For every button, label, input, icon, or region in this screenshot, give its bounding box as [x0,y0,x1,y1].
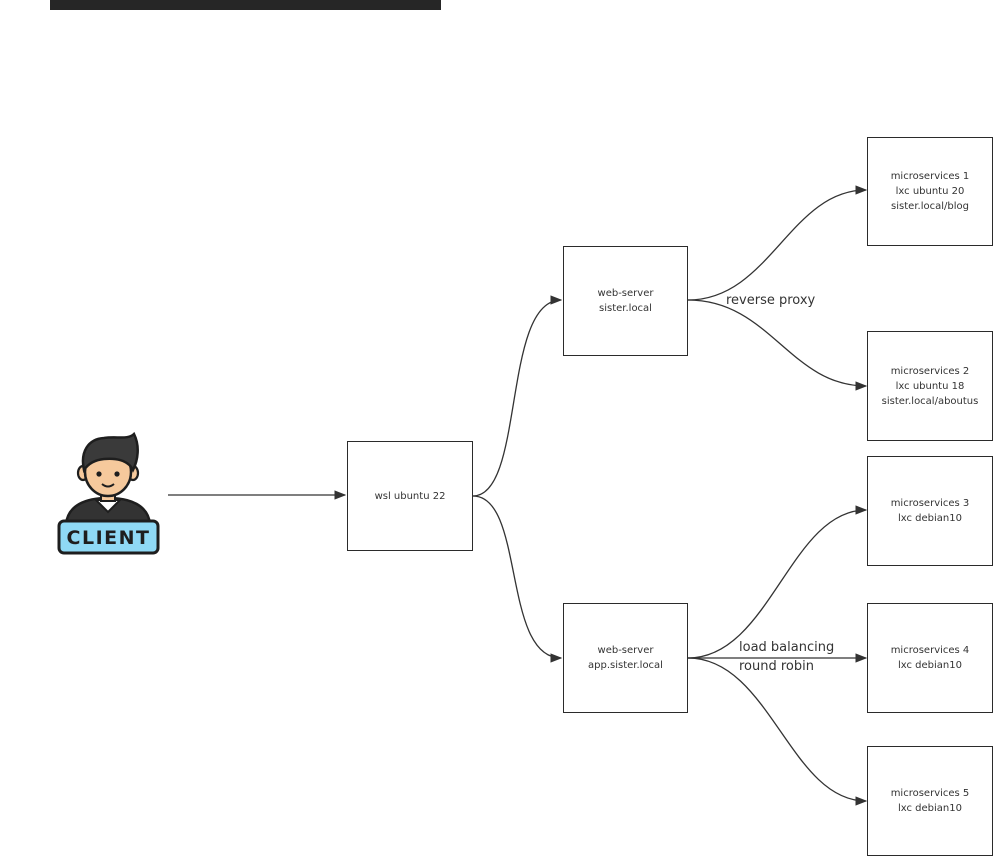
client-avatar-icon [64,431,152,526]
node-microservices-4: microservices 4 lxc debian10 [867,603,993,713]
node-label: microservices 3 [890,498,970,509]
edge-label-load-balancing: load balancing round robin [739,638,834,676]
node-label: app.sister.local [588,660,663,671]
node-label: sister.local/aboutus [881,395,979,407]
client-label: CLIENT [67,527,151,549]
node-label: microservices 1 [890,171,970,182]
edge-web-server-1-to-microservices-2 [687,299,868,391]
node-label: microservices 2 [890,365,970,377]
node-label: web-server [597,645,654,656]
edge-label-line: round robin [739,659,814,674]
node-label: microservices 4 [890,645,970,656]
node-label: wsl ubuntu 22 [374,490,446,502]
node-label: lxc debian10 [897,660,962,671]
edge-web-server-2-to-microservices-5 [687,657,868,806]
node-web-server-2: web-server app.sister.local [563,603,688,713]
node-microservices-5: microservices 5 lxc debian10 [867,746,993,856]
edge-web-server-2-to-microservices-3 [687,505,868,659]
node-label: sister.local [599,303,652,314]
node-label: microservices 5 [890,788,970,799]
edge-label-reverse-proxy: reverse proxy [726,293,816,308]
edge-label-line: load balancing [739,640,835,655]
edge-wsl-to-web-server-2 [472,495,563,663]
node-web-server-1: web-server sister.local [563,246,688,356]
node-label: lxc debian10 [897,803,962,814]
node-wsl-ubuntu: wsl ubuntu 22 [347,441,473,551]
node-microservices-2: microservices 2 lxc ubuntu 18 sister.loc… [867,331,993,441]
edge-wsl-to-web-server-1 [472,295,563,497]
top-header-bar [50,0,441,10]
node-label: lxc debian10 [897,513,962,524]
edge-web-server-1-to-microservices-1 [687,185,868,301]
node-label: lxc ubuntu 18 [895,380,965,392]
node-label: lxc ubuntu 20 [895,186,965,197]
node-microservices-1: microservices 1 lxc ubuntu 20 sister.loc… [867,137,993,246]
node-label: web-server [597,288,654,299]
node-microservices-3: microservices 3 lxc debian10 [867,456,993,566]
node-label: sister.local/blog [891,201,969,212]
client-badge: CLIENT [57,519,160,555]
